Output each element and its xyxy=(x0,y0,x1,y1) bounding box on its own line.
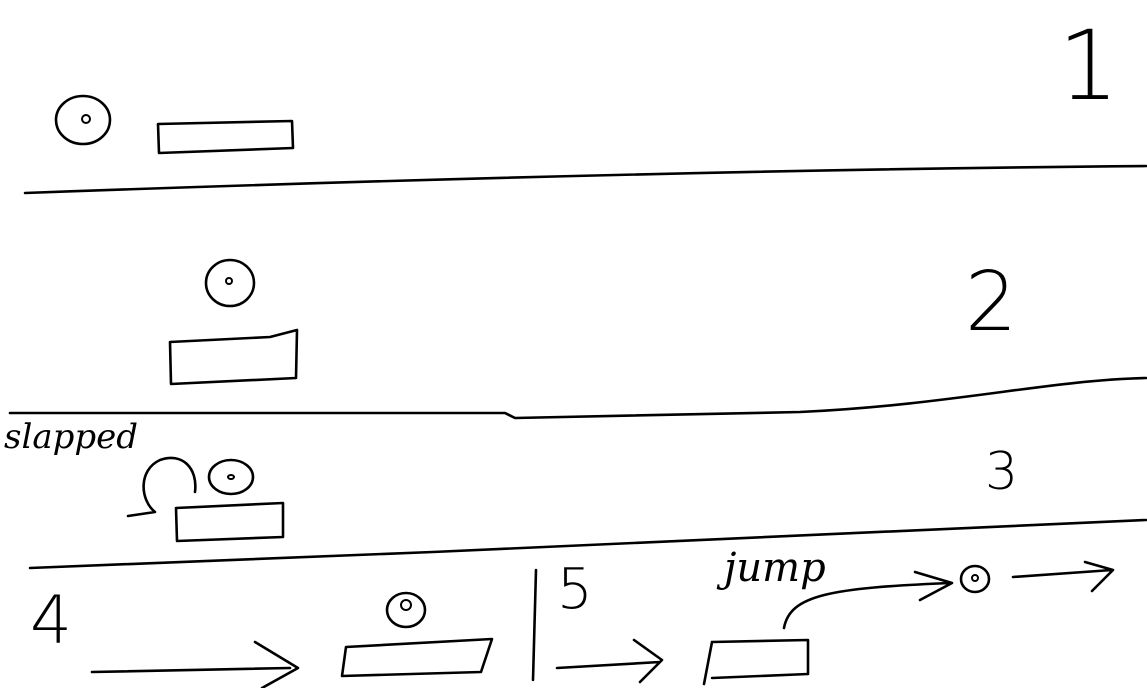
panel-1-number: 1 xyxy=(1058,10,1120,122)
panel-3-platform xyxy=(174,501,285,543)
panel-5-ball xyxy=(959,564,991,594)
panel-5-number: 5 xyxy=(557,557,593,622)
panel-4-ball xyxy=(385,591,427,629)
panel-4-platform xyxy=(340,637,494,678)
panel-5-annotation: jump xyxy=(724,545,826,591)
divider-4-5 xyxy=(531,568,538,682)
divider-3-4 xyxy=(28,518,1147,570)
panel-5-platform xyxy=(702,638,810,686)
panel-5-arrow-out xyxy=(1011,560,1115,593)
divider-1-2 xyxy=(23,164,1147,195)
panel-3-annotation: slapped xyxy=(4,417,139,457)
panel-1-ball xyxy=(54,94,112,146)
panel-4-arrow xyxy=(90,640,300,688)
panel-2-platform xyxy=(168,328,299,386)
panel-2-number: 2 xyxy=(965,255,1018,350)
panel-5-arrow-in xyxy=(555,638,664,684)
divider-2-3 xyxy=(8,376,1147,420)
panel-4-number: 4 xyxy=(30,582,72,659)
panel-2-ball xyxy=(204,258,256,308)
panel-3-ball xyxy=(207,458,255,496)
panel-5-jump-arrow xyxy=(782,570,954,630)
panel-3-slap-hand xyxy=(126,456,197,518)
panel-3-number: 3 xyxy=(985,442,1019,502)
panel-1-platform xyxy=(156,119,295,155)
